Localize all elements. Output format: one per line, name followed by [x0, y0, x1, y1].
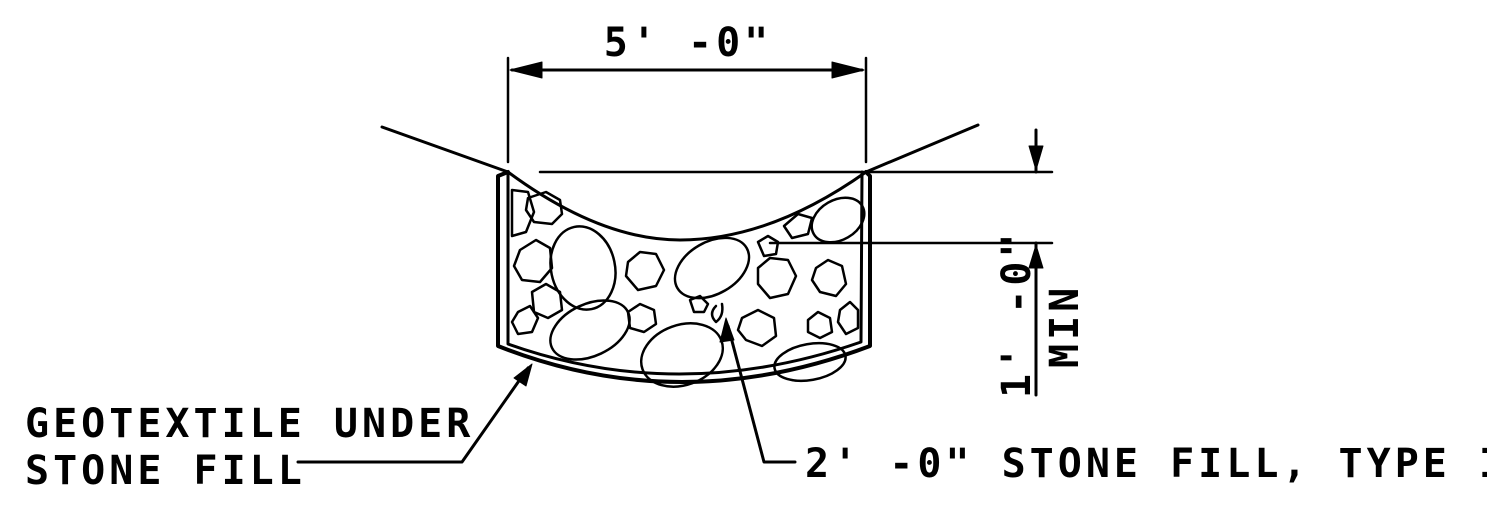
depth-qualifier-label: MIN	[1042, 284, 1088, 368]
stone-fill-label: 2' -0" STONE FILL, TYPE II	[805, 441, 1487, 487]
width-dimension-label: 5' -0"	[604, 20, 773, 66]
stone-leader-arrow	[719, 317, 735, 343]
geotextile-label-line2: STONE FILL	[25, 448, 306, 494]
geotextile-line	[506, 170, 864, 376]
stone-fill-rocks	[510, 188, 866, 388]
finished-surface-curve	[506, 170, 868, 242]
depth-dimension-label: 1' -0"	[994, 230, 1040, 399]
stone-leader-line	[726, 324, 797, 464]
depth-dimension-label-group: 1' -0" MIN	[994, 230, 1088, 399]
geotextile-leader-arrow	[513, 363, 533, 387]
geotextile-leader-line	[296, 366, 530, 464]
depth-arrow-bottom	[1028, 244, 1044, 269]
depth-arrow-top	[1028, 145, 1044, 171]
left-ground-line	[380, 125, 510, 174]
width-arrow-left	[509, 61, 543, 79]
geotextile-label-line1: GEOTEXTILE UNDER	[25, 401, 474, 447]
right-ground-line	[864, 123, 980, 174]
width-arrow-right	[831, 61, 865, 79]
stone-fill-marker	[710, 302, 724, 324]
